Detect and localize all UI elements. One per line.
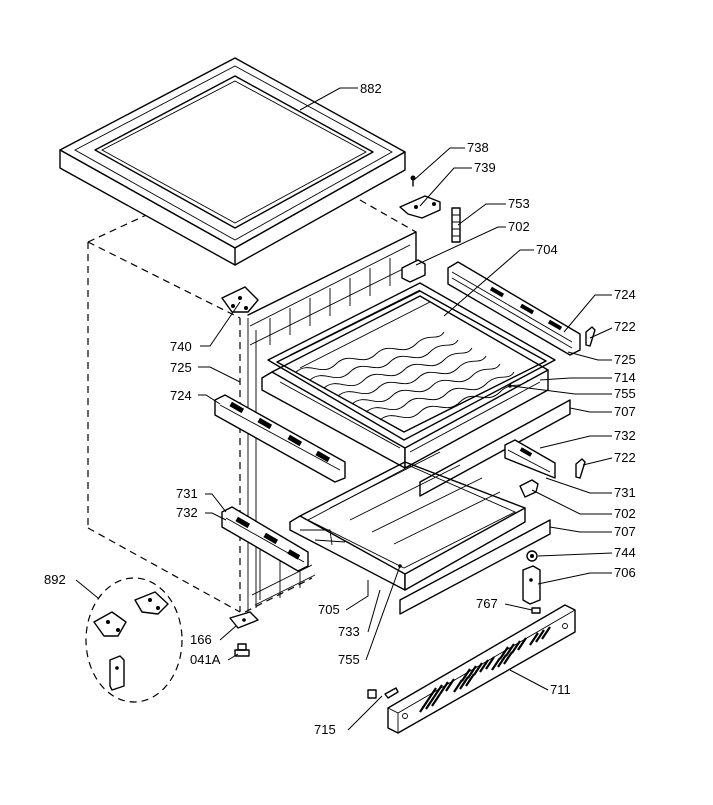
hinge-bracket-739	[399, 195, 441, 219]
bolt-041a	[234, 643, 250, 657]
label-740: 740	[170, 339, 192, 354]
bracket-715	[367, 687, 399, 699]
slide-rail-724-left	[214, 394, 346, 483]
label-714: 714	[614, 370, 636, 385]
label-755-lower: 755	[338, 652, 360, 667]
label-724-right: 724	[614, 287, 636, 302]
label-705: 705	[318, 602, 340, 617]
label-738: 738	[467, 140, 489, 155]
kick-grille-711	[387, 604, 576, 734]
label-722-lower: 722	[614, 450, 636, 465]
label-706: 706	[614, 565, 636, 580]
label-731-left: 731	[176, 486, 198, 501]
label-725-left: 725	[170, 360, 192, 375]
label-041a: 041A	[190, 652, 221, 667]
label-722-upper: 722	[614, 319, 636, 334]
clip-722-upper	[585, 326, 596, 347]
label-732-right: 732	[614, 428, 636, 443]
clip-722-lower	[575, 458, 586, 479]
label-767: 767	[476, 596, 498, 611]
drawer-front-707-upper	[419, 399, 571, 497]
label-731-right: 731	[614, 485, 636, 500]
lower-drawer-705	[289, 451, 526, 591]
screw-767	[531, 607, 541, 614]
cabinet-outline	[87, 199, 417, 613]
label-702-lower: 702	[614, 506, 636, 521]
label-707-upper: 707	[614, 404, 636, 419]
label-724-left: 724	[170, 388, 192, 403]
label-755-upper: 755	[614, 386, 636, 401]
slide-rail-732-right	[504, 439, 556, 479]
label-702-top: 702	[508, 219, 530, 234]
label-739: 739	[474, 160, 496, 175]
label-725-right: 725	[614, 352, 636, 367]
top-lid	[59, 57, 406, 266]
drawer-front-707-lower	[399, 519, 551, 615]
label-733: 733	[338, 624, 360, 639]
pin-753	[451, 207, 461, 243]
label-882: 882	[360, 81, 382, 96]
slide-rail-724-right	[447, 261, 581, 356]
label-744: 744	[614, 545, 636, 560]
foot-bracket-166	[229, 611, 259, 629]
slide-rail-732-left	[221, 506, 309, 572]
nut-744	[526, 550, 538, 562]
hinge-706	[522, 565, 541, 605]
label-704: 704	[536, 242, 558, 257]
label-732-left: 732	[176, 505, 198, 520]
label-753: 753	[508, 196, 530, 211]
screw-738	[410, 175, 416, 187]
leader-lines	[75, 87, 613, 731]
bracket-740	[221, 286, 259, 313]
part-labels: 882 738 739 753 702 704 724 722 740 725 …	[44, 81, 636, 737]
clip-702-lower	[519, 479, 539, 498]
label-707-lower: 707	[614, 524, 636, 539]
label-711: 711	[550, 682, 571, 697]
label-166: 166	[190, 632, 212, 647]
label-892: 892	[44, 572, 66, 587]
hinge-kit-892	[85, 577, 183, 703]
label-715: 715	[314, 722, 336, 737]
clip-702-top	[401, 259, 426, 283]
